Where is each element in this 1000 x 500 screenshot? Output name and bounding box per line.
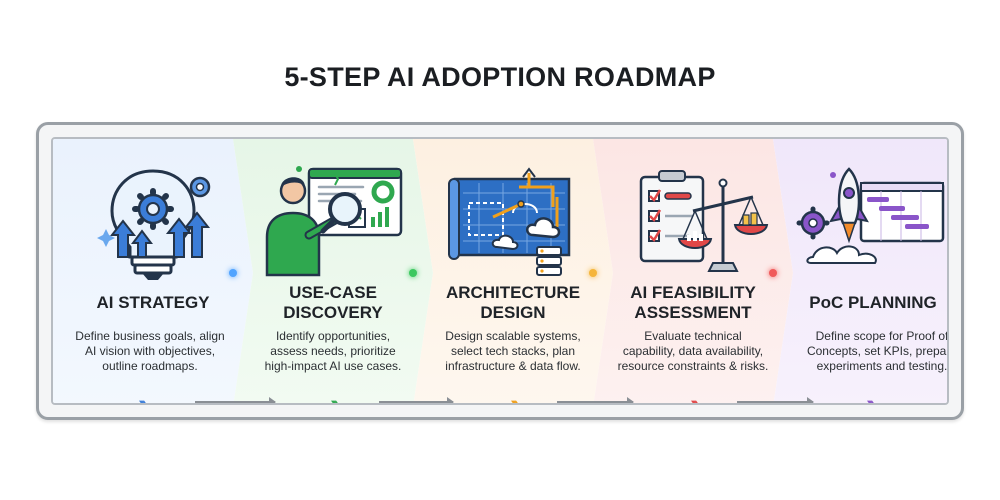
step-panel-ai-strategy: AI STRATEGY Define business goals, align… <box>53 139 253 405</box>
chevron-icon: ››› <box>330 394 336 405</box>
roadmap-panels: AI STRATEGY Define business goals, align… <box>51 137 949 405</box>
chevron-icon: ››› <box>866 394 875 405</box>
junction-dot <box>409 269 417 277</box>
junction-dot <box>769 269 777 277</box>
step-title: ARCHITECTURE DESIGN <box>445 283 581 322</box>
rocket-gantt-icon <box>773 157 947 287</box>
page-title: 5-STEP AI ADOPTION ROADMAP <box>284 62 716 92</box>
roadmap-frame: AI STRATEGY Define business goals, align… <box>36 122 964 420</box>
step-description: Define scope for Proof of Concepts, set … <box>806 329 949 373</box>
step-panel-poc-planning: PoC PLANNING Define scope for Proof of C… <box>773 139 949 405</box>
connector-arrow <box>557 397 634 403</box>
step-description: Define business goals, align AI vision w… <box>75 329 225 373</box>
step-description: Evaluate technical capability, data avai… <box>617 329 769 373</box>
connector-arrow <box>379 397 454 403</box>
junction-dot <box>229 269 237 277</box>
chevron-icon: ››› <box>138 394 144 405</box>
lightbulb-gear-icon <box>53 157 253 287</box>
step-panel-architecture-design: ARCHITECTURE DESIGN Design scalable syst… <box>413 139 613 405</box>
step-description: Identify opportunities, assess needs, pr… <box>264 329 402 373</box>
chevron-icon: ››› <box>690 394 696 405</box>
blueprint-cloud-icon <box>413 157 613 287</box>
chevron-icon: ››› <box>510 394 516 405</box>
step-panel-ai-feasibility-assessment: AI FEASIBILITY ASSESSMENT Evaluate techn… <box>593 139 793 405</box>
magnifier-dashboard-icon <box>233 157 433 287</box>
step-title: USE-CASE DISCOVERY <box>283 283 383 322</box>
step-panel-use-case-discovery: USE-CASE DISCOVERY Identify opportunitie… <box>233 139 433 405</box>
step-description: Design scalable systems, select tech sta… <box>445 329 581 373</box>
step-title: PoC PLANNING <box>809 293 937 312</box>
connector-arrow <box>195 397 276 403</box>
step-title: AI FEASIBILITY ASSESSMENT <box>630 283 756 322</box>
step-title: AI STRATEGY <box>96 293 210 312</box>
junction-dot <box>589 269 597 277</box>
checklist-scale-icon <box>593 157 793 287</box>
connector-arrow <box>737 397 814 403</box>
